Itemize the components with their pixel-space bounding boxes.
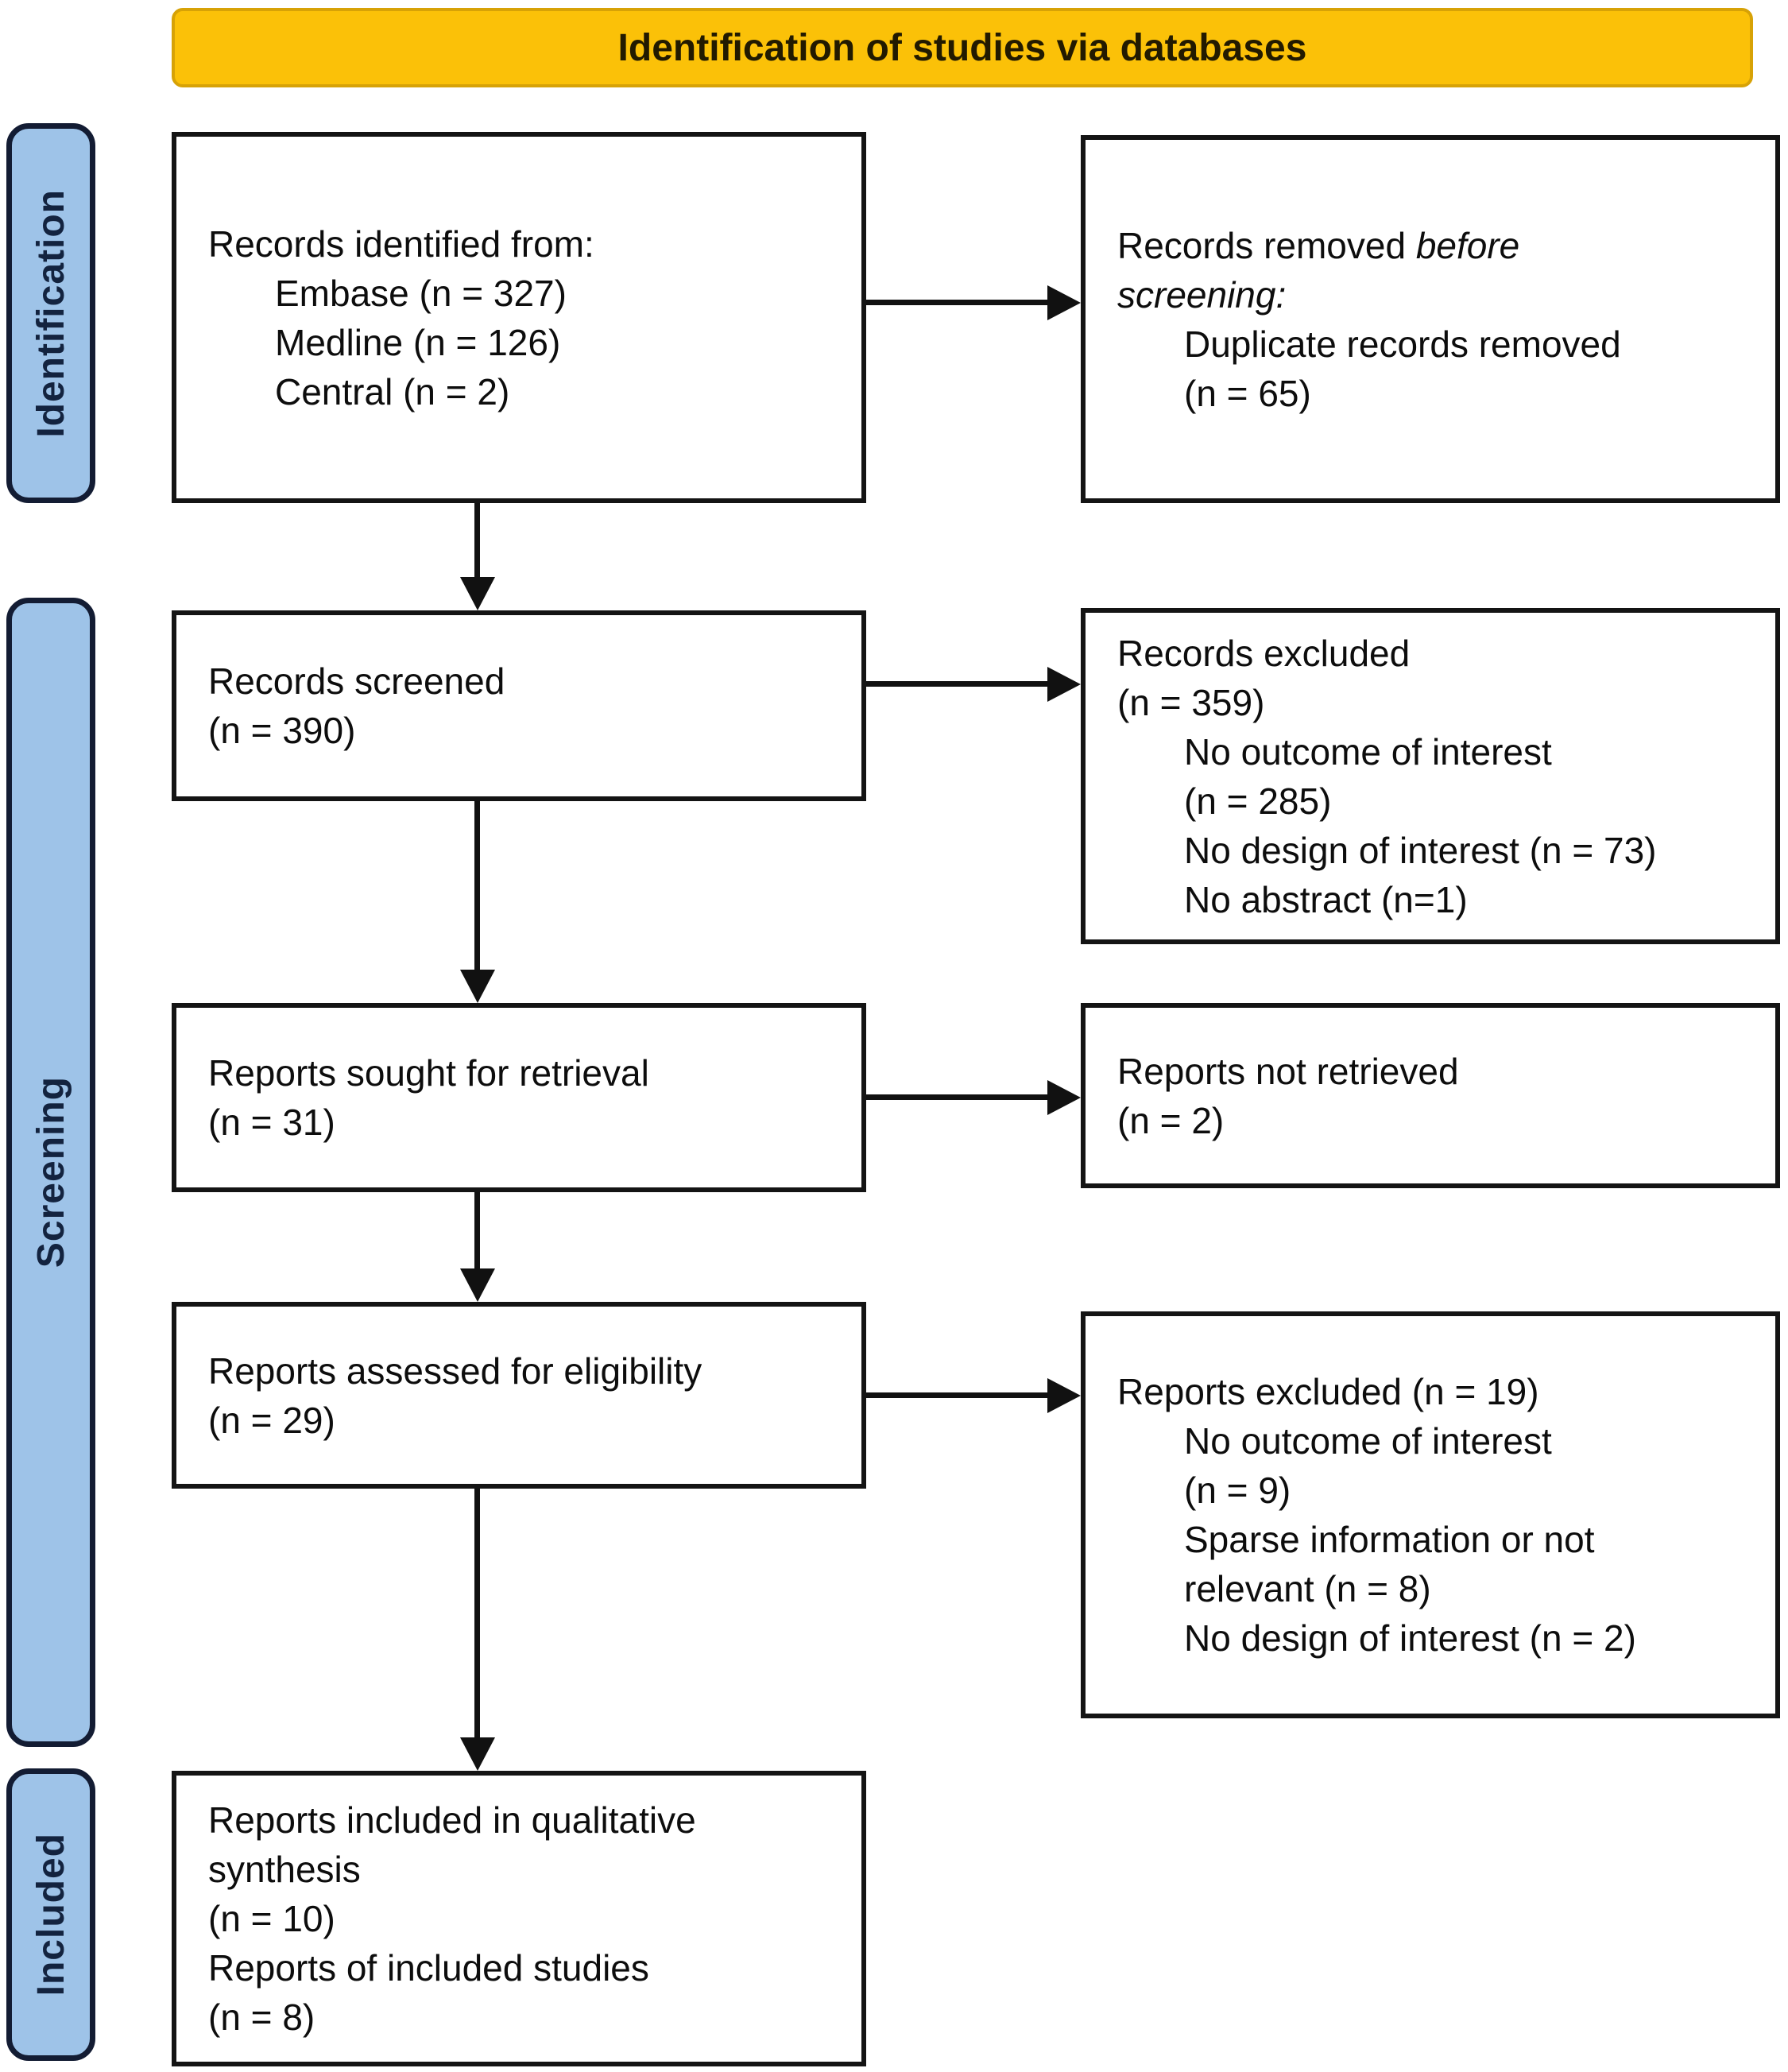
reports-included-line1: Reports included in qualitative: [208, 1799, 696, 1841]
box-reports-sought: Reports sought for retrieval (n = 31): [172, 1003, 866, 1192]
box-records-removed: Records removed before screening: Duplic…: [1081, 135, 1780, 503]
banner-title: Identification of studies via databases: [617, 26, 1307, 69]
arrow-head-down-icon: [460, 577, 495, 610]
stage-screening: Screening: [6, 598, 95, 1747]
reports-excluded-item1-n: (n = 9): [1184, 1470, 1291, 1511]
stage-screening-label: Screening: [29, 1076, 72, 1268]
reports-not-retrieved-line1: Reports not retrieved: [1117, 1050, 1459, 1092]
records-removed-heading-line2: screening:: [1117, 270, 1753, 320]
reports-excluded-item2: Sparse information or not: [1184, 1519, 1595, 1560]
reports-assessed-line1: Reports assessed for eligibility: [208, 1350, 702, 1392]
reports-excluded-heading: Reports excluded (n = 19): [1117, 1371, 1539, 1412]
box-reports-excluded: Reports excluded (n = 19) No outcome of …: [1081, 1311, 1780, 1718]
reports-included-line4: Reports of included studies: [208, 1947, 649, 1989]
arrow-head-right-icon: [1047, 667, 1081, 702]
records-identified-medline: Medline (n = 126): [275, 321, 561, 363]
records-identified-embase: Embase (n = 327): [275, 272, 567, 314]
stage-identification: Identification: [6, 123, 95, 503]
reports-sought-line1: Reports sought for retrieval: [208, 1052, 649, 1094]
reports-included-line2: synthesis: [208, 1849, 361, 1890]
arrow-shaft: [866, 300, 1049, 305]
reports-excluded-item3: No design of interest (n = 2): [1184, 1617, 1636, 1659]
records-removed-duplicates: Duplicate records removed: [1184, 323, 1621, 365]
records-excluded-item1: No outcome of interest: [1184, 730, 1552, 773]
box-reports-included: Reports included in qualitative synthesi…: [172, 1771, 866, 2066]
arrow-shaft: [474, 801, 480, 971]
arrow-shaft: [474, 503, 480, 579]
arrow-head-down-icon: [460, 970, 495, 1003]
records-excluded-item1-n: (n = 285): [1184, 780, 1332, 822]
arrow-head-right-icon: [1047, 1378, 1081, 1413]
box-records-excluded: Records excluded (n = 359) No outcome of…: [1081, 608, 1780, 944]
arrow-head-right-icon: [1047, 285, 1081, 320]
arrow-shaft: [866, 681, 1049, 687]
records-excluded-heading1: Records excluded: [1117, 632, 1411, 674]
box-reports-not-retrieved: Reports not retrieved (n = 2): [1081, 1003, 1780, 1188]
box-records-identified: Records identified from: Embase (n = 327…: [172, 132, 866, 503]
records-excluded-heading2: (n = 359): [1117, 681, 1265, 723]
box-records-screened: Records screened (n = 390): [172, 610, 866, 801]
arrow-head-right-icon: [1047, 1080, 1081, 1115]
records-removed-duplicates-n: (n = 65): [1184, 372, 1311, 414]
records-excluded-item3: No abstract (n=1): [1184, 878, 1468, 920]
stage-included-label: Included: [29, 1833, 72, 1996]
arrow-head-down-icon: [460, 1268, 495, 1302]
reports-sought-line2: (n = 31): [208, 1102, 335, 1143]
stage-identification-label: Identification: [29, 188, 72, 438]
arrow-shaft: [474, 1489, 480, 1739]
reports-included-line5: (n = 8): [208, 1996, 315, 2038]
reports-excluded-item1: No outcome of interest: [1184, 1420, 1552, 1462]
records-identified-central: Central (n = 2): [275, 370, 510, 412]
box-reports-assessed: Reports assessed for eligibility (n = 29…: [172, 1302, 866, 1489]
records-identified-heading: Records identified from:: [208, 223, 594, 265]
reports-not-retrieved-line2: (n = 2): [1117, 1099, 1225, 1141]
arrow-head-down-icon: [460, 1737, 495, 1771]
stage-included: Included: [6, 1768, 95, 2061]
records-screened-line1: Records screened: [208, 660, 505, 702]
records-removed-heading-line1: Records removed before: [1117, 221, 1753, 270]
reports-excluded-item2b: relevant (n = 8): [1184, 1568, 1431, 1609]
arrow-shaft: [474, 1192, 480, 1270]
records-removed-heading-normal: Records removed: [1117, 224, 1416, 266]
records-removed-heading-italic: before: [1415, 224, 1520, 266]
arrow-shaft: [866, 1392, 1049, 1398]
reports-assessed-line2: (n = 29): [208, 1399, 335, 1441]
arrow-shaft: [866, 1094, 1049, 1100]
records-removed-screening-italic: screening:: [1117, 273, 1287, 316]
reports-included-line3: (n = 10): [208, 1898, 335, 1939]
banner-identification-via-databases: Identification of studies via databases: [172, 8, 1753, 87]
records-screened-line2: (n = 390): [208, 710, 356, 751]
records-excluded-item2: No design of interest (n = 73): [1184, 829, 1657, 871]
